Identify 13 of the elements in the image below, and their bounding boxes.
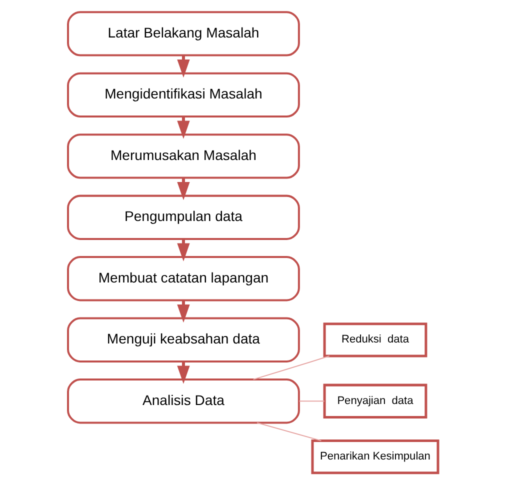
connector bbox=[256, 422, 322, 442]
node-box: Reduksi data bbox=[323, 322, 428, 358]
node-box: Merumusakan Masalah bbox=[67, 134, 300, 179]
node-box: Penarikan Kesimpulan bbox=[311, 440, 440, 474]
node-box: Membuat catatan lapangan bbox=[67, 256, 300, 302]
node-box: Menguji keabsahan data bbox=[67, 317, 300, 362]
connector bbox=[299, 400, 324, 402]
node-box: Pengumpulan data bbox=[67, 194, 300, 240]
node-box: Penyajian data bbox=[323, 384, 428, 418]
node-box: Latar Belakang Masalah bbox=[67, 11, 300, 56]
node-box: Analisis Data bbox=[67, 378, 300, 424]
node-box: Mengidentifikasi Masalah bbox=[67, 72, 300, 118]
connector bbox=[253, 355, 330, 380]
